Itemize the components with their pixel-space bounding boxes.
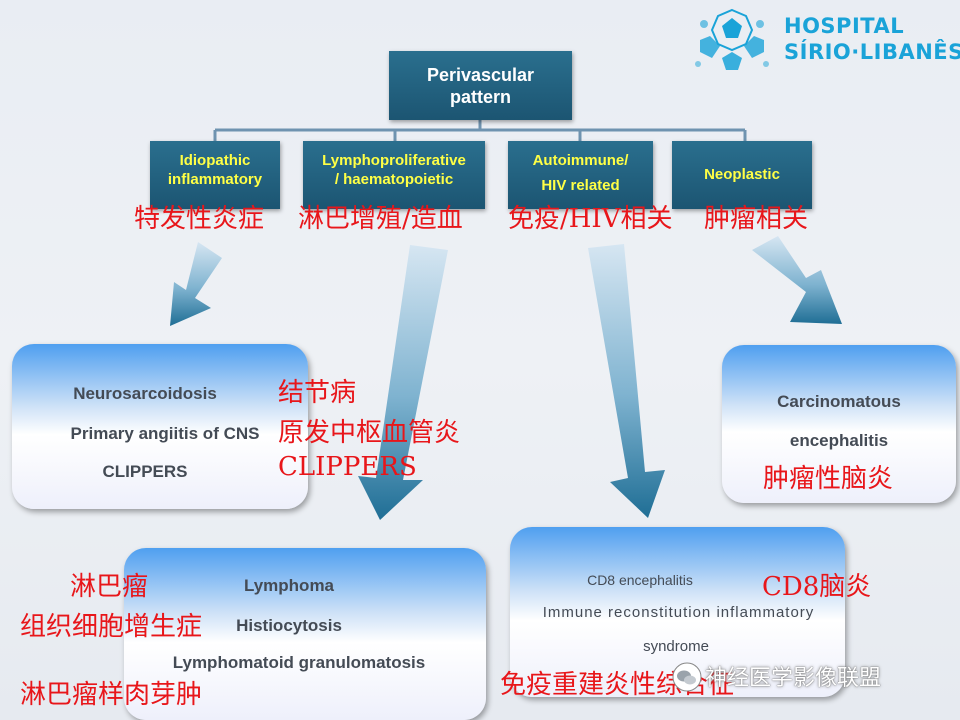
tree-connector-lines	[213, 120, 747, 141]
root-title-line1: Perivascular	[426, 64, 535, 85]
logo-text-line2: SÍRIO·LIBANÊS	[784, 40, 960, 64]
entity-primary-angiitis: Primary angiitis of CNS	[70, 424, 260, 443]
category-lymphoproliferative: Lymphoproliferative / haematopoietic	[303, 141, 485, 209]
arrow-to-lymphoma	[358, 245, 448, 520]
category-cn-caption: 特发性炎症	[134, 204, 265, 234]
entity-neurosarcoidosis: Neurosarcoidosis	[73, 384, 217, 403]
logo-text-line1: HOSPITAL	[784, 14, 905, 38]
category-cn-caption: 肿瘤相关	[704, 204, 809, 234]
category-cn-caption: 免疫/HIV相关	[508, 204, 673, 234]
entity-lymphoma: Lymphoma	[243, 576, 335, 595]
entity-cn-label: 原发中枢血管炎	[278, 418, 461, 448]
entity-iris: Immune reconstitution inflammatory	[542, 604, 815, 621]
arrow-to-neoplastic	[752, 236, 842, 324]
result-box-neoplastic	[722, 345, 956, 503]
category-autoimmune-hiv: Autoimmune/ HIV related	[508, 141, 653, 209]
entity-encephalitis: encephalitis	[789, 431, 889, 450]
arrow-to-autoimmune	[588, 244, 665, 518]
entity-syndrome: syndrome	[643, 638, 709, 655]
wechat-icon	[672, 662, 702, 692]
category-label-line1: Autoimmune/	[532, 152, 629, 169]
result-box-inflammatory	[12, 344, 308, 509]
entity-histiocytosis: Histiocytosis	[236, 616, 342, 635]
entity-lymphomatoid-granulomatosis: Lymphomatoid granulomatosis	[172, 653, 426, 672]
category-cn-caption: 淋巴增殖/造血	[298, 204, 463, 234]
watermark-text: 神经医学影像联盟	[705, 666, 882, 691]
category-label-line1: Idiopathic	[179, 152, 251, 169]
category-label-line1: Neoplastic	[704, 166, 780, 183]
entity-cn-label: CD8脑炎	[762, 572, 872, 602]
entity-cd8-encephalitis: CD8 encephalitis	[587, 572, 693, 588]
category-label-line2: inflammatory	[167, 171, 263, 188]
entity-carcinomatous: Carcinomatous	[777, 392, 901, 411]
category-label-line2: / haematopoietic	[334, 171, 454, 188]
category-label-line1: Lymphoproliferative	[322, 152, 466, 169]
root-title-line2: pattern	[449, 86, 511, 107]
entity-cn-label: 淋巴瘤样肉芽肿	[20, 680, 203, 710]
category-idiopathic-inflammatory: Idiopathic inflammatory	[150, 141, 280, 209]
entity-cn-label: CLIPPERS	[278, 452, 417, 482]
arrow-to-inflammatory	[170, 242, 222, 326]
category-neoplastic: Neoplastic	[672, 141, 812, 209]
entity-cn-label: 组织细胞增生症	[20, 612, 203, 642]
entity-cn-label: 结节病	[278, 378, 357, 408]
entity-clippers: CLIPPERS	[102, 462, 188, 481]
root-node-perivascular-pattern: Perivascular pattern	[389, 51, 572, 120]
entity-cn-label: 肿瘤性脑炎	[763, 464, 894, 494]
hospital-logo-icon	[695, 8, 769, 70]
category-label-line2: HIV related	[541, 177, 620, 194]
entity-cn-label: 淋巴瘤	[70, 572, 149, 602]
result-box-lymphoproliferative	[124, 548, 486, 720]
